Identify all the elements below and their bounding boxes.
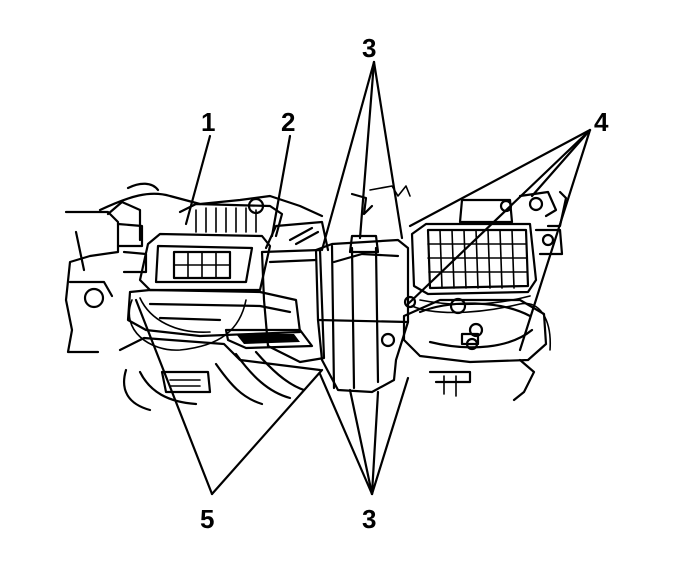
- right-housing: [402, 190, 568, 402]
- callout-1: 1: [201, 107, 215, 137]
- callout-3-bottom: 3: [362, 504, 376, 534]
- left-housing: [116, 197, 302, 351]
- callout-2: 2: [281, 107, 295, 137]
- leader-lines: [134, 60, 592, 496]
- callout-5: 5: [200, 504, 214, 534]
- instrument-panel-outline: [64, 182, 324, 412]
- callout-4: 4: [594, 107, 609, 137]
- callout-3-top: 3: [362, 33, 376, 63]
- center-module: [314, 185, 411, 394]
- callout-labels: 1 2 3 4 5 3: [200, 33, 609, 534]
